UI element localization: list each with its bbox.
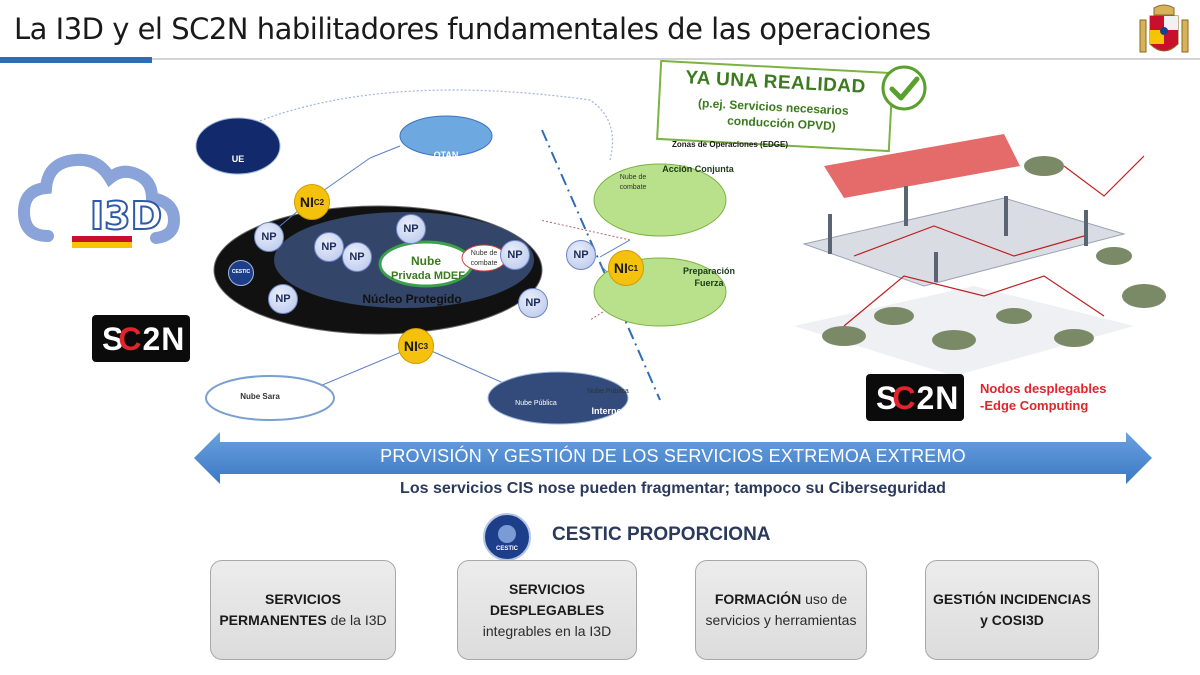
page-title: La I3D y el SC2N habilitadores fundament… bbox=[14, 12, 931, 46]
i3d-logo-text: I3D bbox=[89, 193, 163, 239]
card-servicios-desplegables: SERVICIOS DESPLEGABLES integrables en la… bbox=[457, 560, 637, 660]
card-rest: integrables en la I3D bbox=[482, 622, 612, 639]
sc2n-s: S bbox=[876, 380, 899, 416]
np-node: NP bbox=[254, 222, 284, 252]
internet-label: Internet bbox=[591, 406, 625, 416]
sc2n-c: C bbox=[118, 321, 143, 357]
cestic-badge-icon: CESTIC bbox=[482, 512, 532, 562]
sc2n-logo-large: SC2N bbox=[866, 374, 964, 421]
nube-combate-inner-2: combate bbox=[470, 260, 498, 267]
double-arrow-banner bbox=[194, 432, 1152, 484]
card-bold: SERVICIOS DESPLEGABLES bbox=[489, 580, 605, 618]
card-servicios-permanentes: SERVICIOS PERMANENTES de la I3D bbox=[210, 560, 396, 660]
nube-sara-label: Nube Sara bbox=[240, 392, 280, 401]
preparacion-line2: Fuerza bbox=[694, 278, 724, 288]
edge-deployment-illustration bbox=[794, 134, 1166, 376]
realidad-subtitle-1: (p.ej. Servicios necesarios bbox=[697, 95, 849, 118]
np-node: NP bbox=[500, 240, 530, 270]
nodos-line-2: -Edge Computing bbox=[980, 398, 1089, 413]
zonas-operaciones-label: Zonas de Operaciones (EDGE) bbox=[672, 140, 789, 149]
nucleo-protegido-label: Núcleo Protegido bbox=[362, 292, 462, 306]
nube-combate-inner-1: Nube de bbox=[470, 250, 498, 257]
card-rest: de la I3D bbox=[326, 612, 387, 628]
banner-text: PROVISIÓN Y GESTIÓN DE LOS SERVICIOS EXT… bbox=[380, 446, 966, 466]
network-diagram: UE OTAN NP NP NP NP NP NP NP NP Nube Pri… bbox=[190, 60, 850, 430]
np-node: NP bbox=[566, 240, 596, 270]
nube-publica-right: Nube Pública bbox=[587, 388, 629, 395]
realidad-title: YA UNA REALIDAD bbox=[684, 67, 867, 98]
np-node: NP bbox=[518, 288, 548, 318]
checkmark-icon bbox=[881, 65, 927, 111]
card-bold: FORMACIÓN bbox=[714, 591, 802, 607]
title-divider bbox=[0, 58, 1200, 60]
accion-conjunta-label: Acción Conjunta bbox=[662, 164, 734, 174]
ue-label: UE bbox=[231, 154, 245, 164]
coat-of-arms-icon bbox=[1139, 4, 1189, 53]
nube-privada-line1: Nube bbox=[411, 254, 441, 268]
nube-combate-2: combate bbox=[619, 184, 647, 191]
cestic-core-badge: CESTIC bbox=[228, 260, 254, 286]
np-node: NP bbox=[396, 214, 426, 244]
sc2n-rest: 2N bbox=[142, 321, 186, 357]
otan-label: OTAN bbox=[433, 150, 459, 160]
card-formacion: FORMACIÓN uso de servicios y herramienta… bbox=[695, 560, 867, 660]
np-node: NP bbox=[268, 284, 298, 314]
card-bold: SERVICIOS PERMANENTES bbox=[219, 591, 341, 628]
nube-privada-line2: Privada MDEF bbox=[391, 270, 465, 282]
nodos-line-1: Nodos desplegables bbox=[980, 381, 1107, 396]
sc2n-rest: 2N bbox=[916, 380, 960, 416]
cloud-icon bbox=[17, 153, 181, 248]
card-bold: GESTIÓN INCIDENCIAS y COSI3D bbox=[933, 591, 1091, 628]
sc2n-s: S bbox=[102, 321, 125, 357]
nube-publica-left: Nube Pública bbox=[515, 400, 557, 407]
cestic-title: CESTIC PROPORCIONA bbox=[552, 524, 771, 545]
nodos-desplegables-text: Nodos desplegables -Edge Computing bbox=[980, 380, 1106, 414]
title-accent-bar bbox=[0, 57, 152, 63]
cestic-badge-text: CESTIC bbox=[495, 546, 518, 552]
sc2n-c: C bbox=[892, 380, 917, 416]
preparacion-line1: Preparación bbox=[682, 266, 736, 276]
np-node: NP bbox=[342, 242, 372, 272]
card-rest: uso de servicios y herramientas bbox=[705, 591, 857, 628]
i3d-logo: I3D bbox=[17, 148, 184, 250]
banner-subtitle: Los servicios CIS nose pueden fragmentar… bbox=[400, 480, 946, 497]
sc2n-logo: SC2N bbox=[92, 315, 190, 362]
card-gestion-incidencias: GESTIÓN INCIDENCIAS y COSI3D bbox=[925, 560, 1099, 660]
nube-combate-1: Nube de bbox=[619, 174, 647, 181]
np-node: NP bbox=[314, 232, 344, 262]
